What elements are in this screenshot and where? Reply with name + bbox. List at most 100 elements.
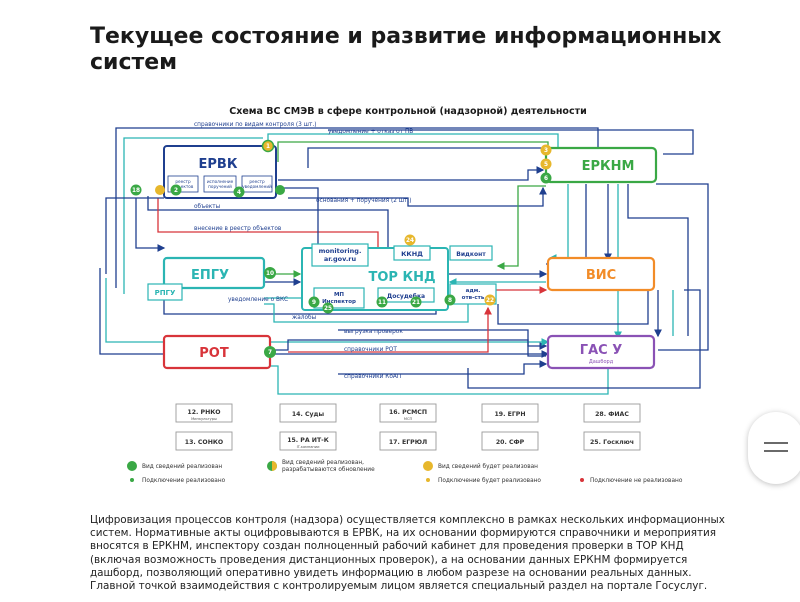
svg-text:15. РА ИТ-К: 15. РА ИТ-К xyxy=(287,437,329,444)
label-complaints: жалобы xyxy=(292,315,317,321)
legend-conn-planned: Подключение будет реализовано xyxy=(426,478,541,484)
line-inspections-export xyxy=(338,329,548,350)
rpgu-label: РПГУ xyxy=(155,289,176,297)
vis-box: ВИС xyxy=(546,256,656,292)
ervk-label: ЕРВК xyxy=(199,157,238,172)
ext-goskluch: 25. Госключ xyxy=(583,431,641,451)
svg-text:19. ЕГРН: 19. ЕГРН xyxy=(495,411,526,418)
erknm-box: ЕРКНМ xyxy=(544,146,658,184)
svg-text:3: 3 xyxy=(544,148,548,154)
badge-5: 5 xyxy=(540,158,552,170)
legend-planned: Вид сведений будет реализован xyxy=(423,461,538,471)
badge-4: 4 xyxy=(233,186,245,198)
svg-text:25. Госключ: 25. Госключ xyxy=(590,439,634,446)
svg-text:9: 9 xyxy=(312,300,316,306)
label-inspections-export: выгрузка проверок xyxy=(344,329,403,335)
svg-text:IT-компании: IT-компании xyxy=(297,445,321,449)
line-object-registry xyxy=(157,198,382,260)
diagram-title: Схема ВС СМЭВ в сфере контрольной (надзо… xyxy=(229,106,587,117)
gasu-box: ГАС У Дашборд xyxy=(546,334,656,370)
menu-button[interactable] xyxy=(748,412,800,484)
label-vks-notice: уведомление о ВКС xyxy=(228,297,288,303)
vis-label: ВИС xyxy=(586,268,616,283)
badge-2: 2 xyxy=(170,184,182,196)
badge-24: 24 xyxy=(404,234,416,246)
monitoring-label: monitoring.ar.gov.ru xyxy=(319,247,362,263)
badge-6: 6 xyxy=(540,172,552,184)
legend-full: Вид сведений реализован xyxy=(127,461,222,471)
svg-text:МСП: МСП xyxy=(404,417,413,421)
line-koap-refs xyxy=(338,360,548,375)
svg-text:17. ЕГРЮЛ: 17. ЕГРЮЛ xyxy=(389,439,427,446)
page-title: Текущее состояние и развитие информацион… xyxy=(90,24,722,75)
external-systems: 12. РНКО Минкультуры 13. СОНКО 14. Суды … xyxy=(175,403,641,451)
gasu-label: ГАС У xyxy=(580,343,622,358)
badge-3: 3 xyxy=(540,144,552,156)
svg-text:10: 10 xyxy=(266,271,274,277)
svg-text:7: 7 xyxy=(268,350,272,356)
svg-text:22: 22 xyxy=(486,298,494,304)
ext-ra-itk: 15. РА ИТ-К IT-компании xyxy=(279,431,337,451)
tor-knd-label: ТОР КНД xyxy=(368,270,435,285)
menu-icon xyxy=(764,442,788,444)
legend-half: Вид сведений реализован,разрабатываются … xyxy=(267,459,375,473)
smev-scheme-diagram: Схема ВС СМЭВ в сфере контрольной (надзо… xyxy=(99,106,709,484)
badge-plain-b xyxy=(275,185,285,195)
svg-text:4: 4 xyxy=(237,190,241,196)
ext-fias: 28. ФИАС xyxy=(583,403,641,423)
legend-conn-none: Подключение не реализовано xyxy=(580,478,683,484)
kknd-box: ККНД xyxy=(393,245,431,261)
svg-text:Вид сведений реализован: Вид сведений реализован xyxy=(142,463,222,470)
svg-text:Подключение реализовано: Подключение реализовано xyxy=(142,478,226,484)
adm-label: адм.отв-сть xyxy=(462,288,485,301)
svg-text:12. РНКО: 12. РНКО xyxy=(187,409,220,416)
svg-text:Минкультуры: Минкультуры xyxy=(191,417,217,421)
svg-text:21: 21 xyxy=(412,300,420,306)
svg-text:16. РСМСП: 16. РСМСП xyxy=(389,409,427,416)
dosudebka-label: Досудебка xyxy=(387,293,425,300)
ext-egrul: 17. ЕГРЮЛ xyxy=(379,431,437,451)
svg-text:20. СФР: 20. СФР xyxy=(496,439,525,446)
legend-conn-done: Подключение реализовано xyxy=(130,478,226,484)
svg-text:14. Суды: 14. Суды xyxy=(292,411,325,418)
badge-18: 18 xyxy=(130,184,142,196)
gasu-sub-label: Дашборд xyxy=(589,359,614,365)
ext-rnko: 12. РНКО Минкультуры xyxy=(175,403,233,423)
monitoring-box: monitoring.ar.gov.ru xyxy=(311,243,369,267)
svg-text:Подключение не реализовано: Подключение не реализовано xyxy=(590,478,683,484)
line-ref-control-types xyxy=(115,127,602,288)
ext-rsmsp: 16. РСМСП МСП xyxy=(379,403,437,423)
label-object-registry: внесение в реестр объектов xyxy=(194,226,282,232)
ext-sonko: 13. СОНКО xyxy=(175,431,233,451)
epgu-label: ЕПГУ xyxy=(191,268,229,283)
label-ref-control-types: справочники по видам контроля (3 шт.) xyxy=(194,122,316,128)
svg-text:2: 2 xyxy=(174,188,178,194)
svg-text:Вид сведений реализован,разраб: Вид сведений реализован,разрабатываются … xyxy=(282,459,375,473)
svg-text:18: 18 xyxy=(132,188,140,194)
rot-label: РОТ xyxy=(199,346,229,361)
label-grounds-orders: основания + поручения (2 шт.) xyxy=(316,198,412,204)
vidkont-label: Видконт xyxy=(456,251,486,258)
badges: 1 3 4 5 6 7 8 9 10 11 18 2 21 22 24 25 xyxy=(130,139,552,358)
vidkont-box: Видконт xyxy=(449,245,493,261)
badge-21: 21 xyxy=(410,296,422,308)
label-objects: объекты xyxy=(194,204,221,210)
label-rot-refs: справочники РОТ xyxy=(344,347,397,353)
svg-text:24: 24 xyxy=(406,238,414,244)
svg-text:Вид сведений будет реализован: Вид сведений будет реализован xyxy=(438,463,538,470)
rpgu-box: РПГУ xyxy=(147,283,183,301)
ext-egrn: 19. ЕГРН xyxy=(481,403,539,423)
line-objects xyxy=(147,196,389,248)
line-rot-refs xyxy=(264,339,546,357)
badge-8: 8 xyxy=(444,294,456,306)
badge-22: 22 xyxy=(484,294,496,306)
kknd-label: ККНД xyxy=(401,250,423,258)
ext-sfr: 20. СФР xyxy=(481,431,539,451)
rot-box: РОТ xyxy=(162,334,272,370)
svg-text:11: 11 xyxy=(378,300,386,306)
